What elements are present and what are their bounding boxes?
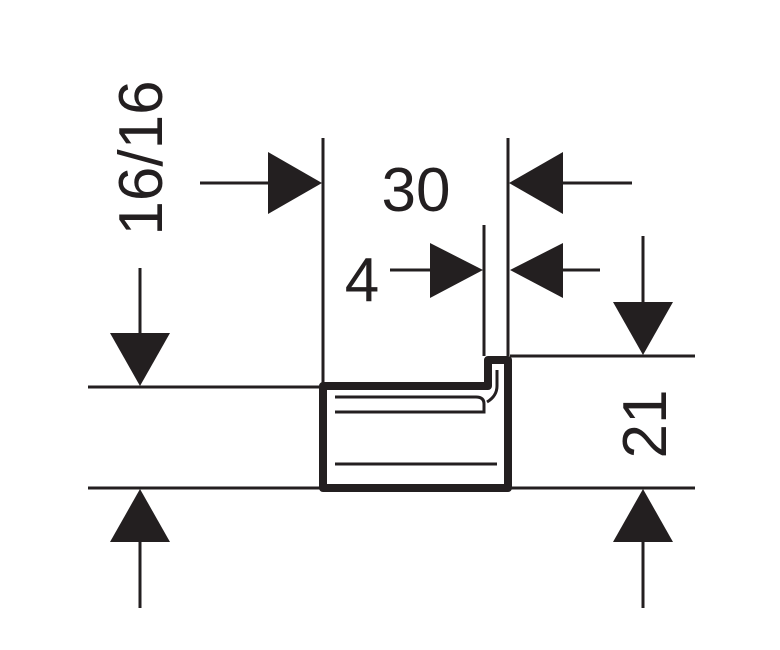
height-dimension: 21 [611,236,680,608]
profile-cross-section [319,356,512,492]
gap-dimension: 4 [345,243,600,315]
thickness-dimension: 16/16 [107,80,176,608]
thickness-label: 16/16 [107,80,176,235]
width-label: 30 [382,156,451,225]
gap-label: 4 [345,246,379,315]
width-dimension: 30 [200,152,632,225]
height-label: 21 [611,390,680,459]
